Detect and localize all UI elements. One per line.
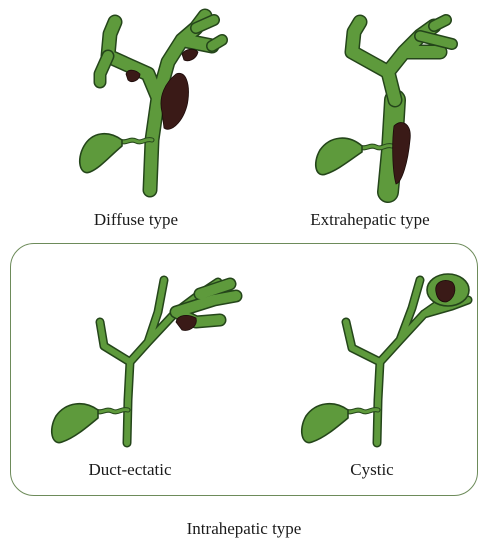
duct-ectatic-diagram: [52, 280, 236, 443]
duct-ectatic-label: Duct-ectatic: [88, 461, 171, 478]
duct-ectatic-lesion: [176, 315, 196, 330]
extrahepatic-type-diagram: [316, 20, 452, 192]
extrahepatic-type-label: Extrahepatic type: [310, 211, 429, 228]
diffuse-lesion-right: [182, 49, 198, 61]
extrahepatic-lesion: [393, 122, 411, 184]
duct-ectatic-bile-duct: [100, 280, 236, 443]
extrahepatic-gallbladder: [316, 138, 362, 175]
diffuse-gallbladder: [80, 134, 122, 173]
cystic-label: Cystic: [350, 461, 393, 478]
duct-ectatic-gallbladder: [52, 404, 98, 443]
diffuse-type-label: Diffuse type: [94, 211, 178, 228]
cystic-diagram: [302, 274, 469, 443]
intrahepatic-type-label: Intrahepatic type: [187, 520, 302, 537]
diffuse-type-diagram: [80, 16, 222, 190]
diffuse-lesion-left: [126, 70, 140, 81]
cystic-gallbladder: [302, 404, 348, 443]
